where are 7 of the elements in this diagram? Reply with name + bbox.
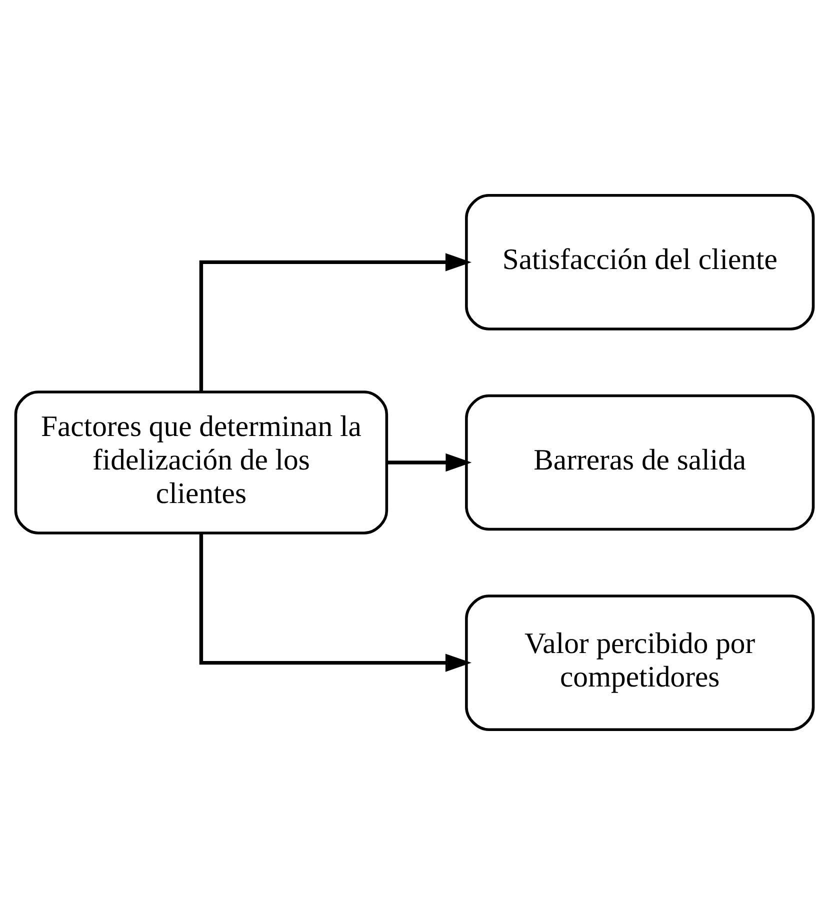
node-box: Valor percibido por competidores (465, 594, 815, 730)
arrow (387, 452, 472, 472)
arrow (199, 532, 472, 672)
arrow (199, 252, 472, 392)
node-box: Satisfacción del cliente (465, 194, 815, 330)
node-box: Barreras de salida (465, 394, 815, 530)
node-box: Factores que determinan la fidelización de los clientes (14, 390, 388, 534)
